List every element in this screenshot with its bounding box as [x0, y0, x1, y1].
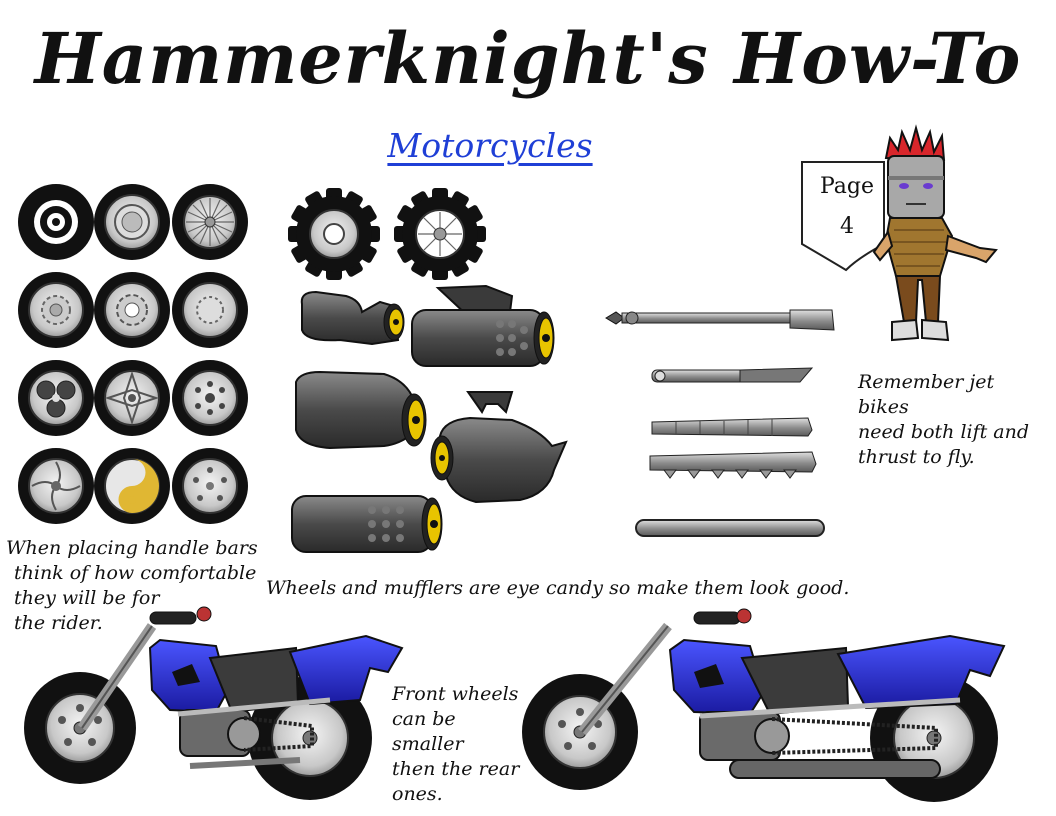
note-line: ones. [392, 783, 443, 805]
note-line: thrust to fly. [858, 446, 975, 468]
jet-bikes-note: Remember jet bikes need both lift and th… [858, 370, 1048, 470]
page-title: Hammerknight's How-To [34, 17, 1022, 100]
note-line: need both lift and [858, 421, 1030, 443]
muffler-icon [430, 391, 568, 504]
handlebar-icon [605, 309, 835, 331]
wheel-icon [18, 360, 94, 436]
wheel-icon [18, 448, 94, 524]
wheel-icon [18, 184, 94, 260]
note-line: think of how comfortable [14, 562, 257, 584]
wheel-icon [172, 184, 248, 260]
muffler-icon [295, 370, 427, 450]
knight-mascot [872, 124, 998, 342]
gear-icon [394, 188, 486, 280]
handlebar-icon [649, 451, 817, 479]
note-line: Remember jet bikes [858, 371, 995, 418]
wheel-icon [18, 272, 94, 348]
muffler-icon [291, 495, 443, 553]
note-line: they will be for [14, 587, 160, 609]
wheel-icon [94, 184, 170, 260]
note-line: the rider. [14, 612, 103, 634]
handlebar-icon [635, 519, 825, 537]
wheel-icon [94, 448, 170, 524]
muffler-icon [300, 290, 405, 346]
wheels-mufflers-note: Wheels and mufflers are eye candy so mak… [266, 577, 850, 599]
wheel-icon [172, 360, 248, 436]
motorcycle-illustration [522, 608, 1006, 802]
handlebar-icon [651, 417, 813, 437]
page-number: 4 [840, 214, 854, 239]
note-line: Front wheels [392, 683, 519, 705]
wheel-icon [94, 272, 170, 348]
motorcycle-illustration [24, 606, 404, 800]
page-label: Page [819, 174, 875, 199]
front-wheels-note: Front wheels can be smaller then the rea… [392, 682, 522, 807]
note-line: can be smaller [392, 708, 464, 755]
wheel-icon [94, 360, 170, 436]
handle-bars-note: When placing handle bars think of how co… [6, 536, 266, 636]
note-line: then the rear [392, 758, 520, 780]
gear-icon [288, 188, 380, 280]
note-line: When placing handle bars [6, 537, 258, 559]
muffler-icon [411, 284, 555, 367]
wheel-icon [172, 272, 248, 348]
wheel-icon [172, 448, 248, 524]
handlebar-icon [651, 367, 814, 383]
page-subtitle: Motorcycles [387, 126, 593, 165]
